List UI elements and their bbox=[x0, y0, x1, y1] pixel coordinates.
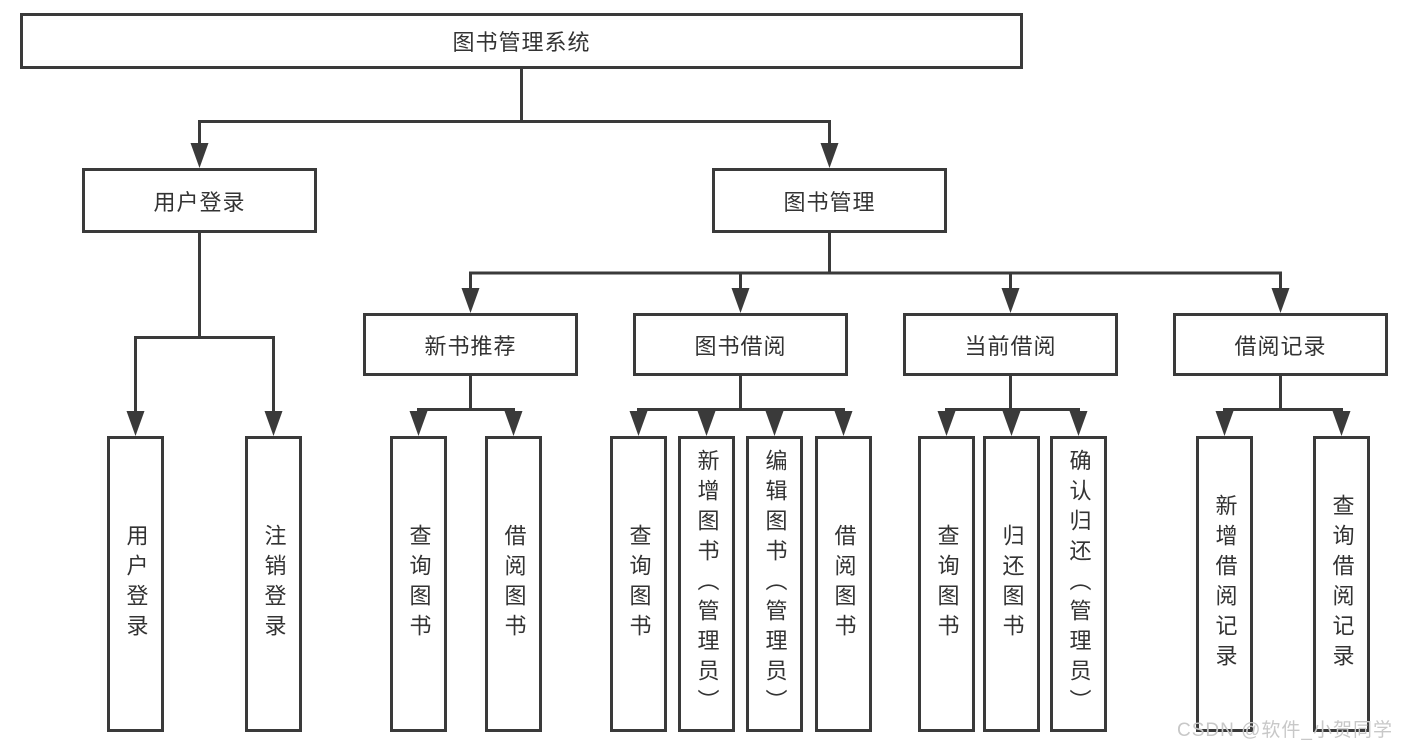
leaf-query-borrow-record: 查询借阅记录 bbox=[1313, 436, 1370, 732]
node-user-login: 用户登录 bbox=[82, 168, 317, 233]
leaf-add-borrow-record: 新增借阅记录 bbox=[1196, 436, 1253, 732]
leaf-query-books-current-label: 查询图书 bbox=[934, 524, 960, 644]
leaf-query-books-borrow-label: 查询图书 bbox=[626, 524, 652, 644]
node-new-book-recommend: 新书推荐 bbox=[363, 313, 578, 376]
leaf-logout: 注销登录 bbox=[245, 436, 302, 732]
leaf-return-book-label: 归还图书 bbox=[999, 524, 1025, 644]
leaf-add-book-admin: 新增图书（管理员） bbox=[678, 436, 735, 732]
node-borrow-records: 借阅记录 bbox=[1173, 313, 1388, 376]
leaf-confirm-return-admin-label: 确认归还（管理员） bbox=[1066, 449, 1092, 719]
node-current-borrow: 当前借阅 bbox=[903, 313, 1118, 376]
leaf-borrow-books: 借阅图书 bbox=[815, 436, 872, 732]
leaf-edit-book-admin: 编辑图书（管理员） bbox=[746, 436, 803, 732]
leaf-add-book-admin-label: 新增图书（管理员） bbox=[694, 449, 720, 719]
leaf-logout-label: 注销登录 bbox=[261, 524, 287, 644]
leaf-query-books-current: 查询图书 bbox=[918, 436, 975, 732]
node-book-borrow: 图书借阅 bbox=[633, 313, 848, 376]
leaf-query-books-recommend: 查询图书 bbox=[390, 436, 447, 732]
leaf-user-login: 用户登录 bbox=[107, 436, 164, 732]
leaf-confirm-return-admin: 确认归还（管理员） bbox=[1050, 436, 1107, 732]
leaf-add-borrow-record-label: 新增借阅记录 bbox=[1212, 494, 1238, 674]
leaf-borrow-books-recommend-label: 借阅图书 bbox=[501, 524, 527, 644]
leaf-user-login-label: 用户登录 bbox=[123, 524, 149, 644]
node-book-management: 图书管理 bbox=[712, 168, 947, 233]
leaf-borrow-books-label: 借阅图书 bbox=[831, 524, 857, 644]
leaf-query-books-borrow: 查询图书 bbox=[610, 436, 667, 732]
leaf-query-borrow-record-label: 查询借阅记录 bbox=[1329, 494, 1355, 674]
leaf-query-books-recommend-label: 查询图书 bbox=[406, 524, 432, 644]
leaf-edit-book-admin-label: 编辑图书（管理员） bbox=[762, 449, 788, 719]
node-library-system: 图书管理系统 bbox=[20, 13, 1023, 69]
leaf-return-book: 归还图书 bbox=[983, 436, 1040, 732]
watermark: CSDN @软件_小贺同学 bbox=[1177, 720, 1393, 741]
leaf-borrow-books-recommend: 借阅图书 bbox=[485, 436, 542, 732]
